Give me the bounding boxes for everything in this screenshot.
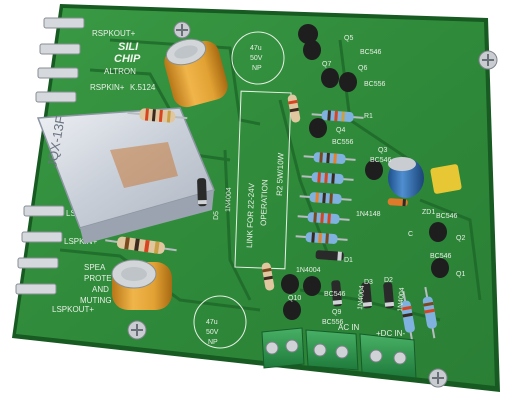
svg-text:1N4004: 1N4004	[397, 287, 406, 312]
svg-text:AND: AND	[92, 285, 109, 294]
svg-text:1N4004: 1N4004	[296, 267, 321, 274]
svg-text:1N4148: 1N4148	[356, 211, 381, 218]
svg-text:D3: D3	[364, 279, 373, 286]
spade-connectors	[15, 17, 85, 295]
svg-text:LINK FOR 22-24V: LINK FOR 22-24V	[245, 182, 256, 248]
svg-text:RSPKOUT+: RSPKOUT+	[92, 29, 136, 38]
svg-text:BC556: BC556	[332, 139, 354, 146]
svg-text:Q1: Q1	[456, 271, 465, 278]
svg-text:D5: D5	[213, 211, 220, 220]
svg-text:PROTE: PROTE	[84, 274, 112, 283]
svg-text:RSPKIN+: RSPKIN+	[90, 83, 125, 92]
relay: JQX-13F	[36, 107, 216, 244]
svg-text:CHIP: CHIP	[114, 53, 141, 65]
svg-text:Q6: Q6	[358, 65, 367, 72]
svg-text:R1: R1	[364, 113, 373, 120]
svg-text:BC556: BC556	[322, 319, 344, 326]
resistors	[105, 94, 437, 343]
svg-text:SPEA: SPEA	[84, 263, 106, 272]
capacitor-blue	[388, 157, 424, 198]
svg-text:BC546: BC546	[430, 253, 452, 260]
svg-text:ALTRON: ALTRON	[104, 67, 136, 76]
capacitor-top	[164, 38, 228, 108]
svg-text:C: C	[408, 231, 413, 238]
transistors	[281, 24, 449, 320]
svg-text:R2 5W/10W: R2 5W/10W	[275, 152, 286, 196]
svg-text:AC IN: AC IN	[338, 323, 360, 332]
svg-text:LSPKOUT+: LSPKOUT+	[52, 305, 94, 314]
svg-text:ZD1: ZD1	[422, 209, 435, 216]
svg-text:MUTING: MUTING	[80, 296, 112, 305]
svg-text:Q9: Q9	[332, 309, 341, 316]
svg-text:47u: 47u	[250, 45, 262, 52]
svg-text:D1: D1	[344, 257, 353, 264]
svg-text:Q3: Q3	[378, 147, 387, 154]
svg-text:BC546: BC546	[360, 49, 382, 56]
cap-footprints: 47u 50V NP 47u 50V NP	[193, 31, 285, 349]
svg-text:50V: 50V	[206, 329, 219, 336]
svg-text:1N4004: 1N4004	[357, 285, 366, 310]
svg-text:LSPKIN+: LSPKIN+	[64, 237, 97, 246]
svg-text:Q7: Q7	[322, 61, 331, 68]
svg-text:BC546: BC546	[370, 157, 392, 164]
svg-text:50V: 50V	[250, 55, 263, 62]
link-label: LINK FOR 22-24V OPERATION R2 5W/10W D5 1…	[213, 152, 286, 248]
diodes	[197, 178, 408, 309]
svg-text:+DC IN-: +DC IN-	[376, 329, 405, 338]
silkscreen-left: RSPKOUT+ SILI CHIP ALTRON RSPKIN+ K.5124…	[52, 29, 156, 314]
svg-text:OPERATION: OPERATION	[259, 179, 270, 226]
silkscreen-right: Q5 BC546 Q7 Q6 BC556 R1 Q4 BC556 Q3 BC54…	[288, 35, 465, 338]
svg-text:SILI: SILI	[118, 41, 139, 53]
link-outline	[234, 90, 292, 270]
svg-text:Q4: Q4	[336, 127, 345, 134]
svg-text:BC546: BC546	[324, 291, 346, 298]
svg-text:1N4004: 1N4004	[225, 187, 233, 212]
svg-text:NP: NP	[208, 339, 218, 346]
svg-text:Q2: Q2	[456, 235, 465, 242]
mounting-screws	[127, 21, 498, 388]
svg-text:Q10: Q10	[288, 295, 301, 302]
svg-text:BC546: BC546	[436, 213, 458, 220]
svg-text:47u: 47u	[206, 319, 218, 326]
svg-text:BC556: BC556	[364, 81, 386, 88]
svg-text:Q5: Q5	[344, 35, 353, 42]
svg-text:K.5124: K.5124	[130, 83, 156, 92]
screw-terminals	[261, 327, 417, 379]
capacitor-bottom	[111, 259, 172, 310]
svg-text:D2: D2	[384, 277, 393, 284]
capacitor-yellow	[430, 164, 462, 194]
svg-text:NP: NP	[252, 65, 262, 72]
